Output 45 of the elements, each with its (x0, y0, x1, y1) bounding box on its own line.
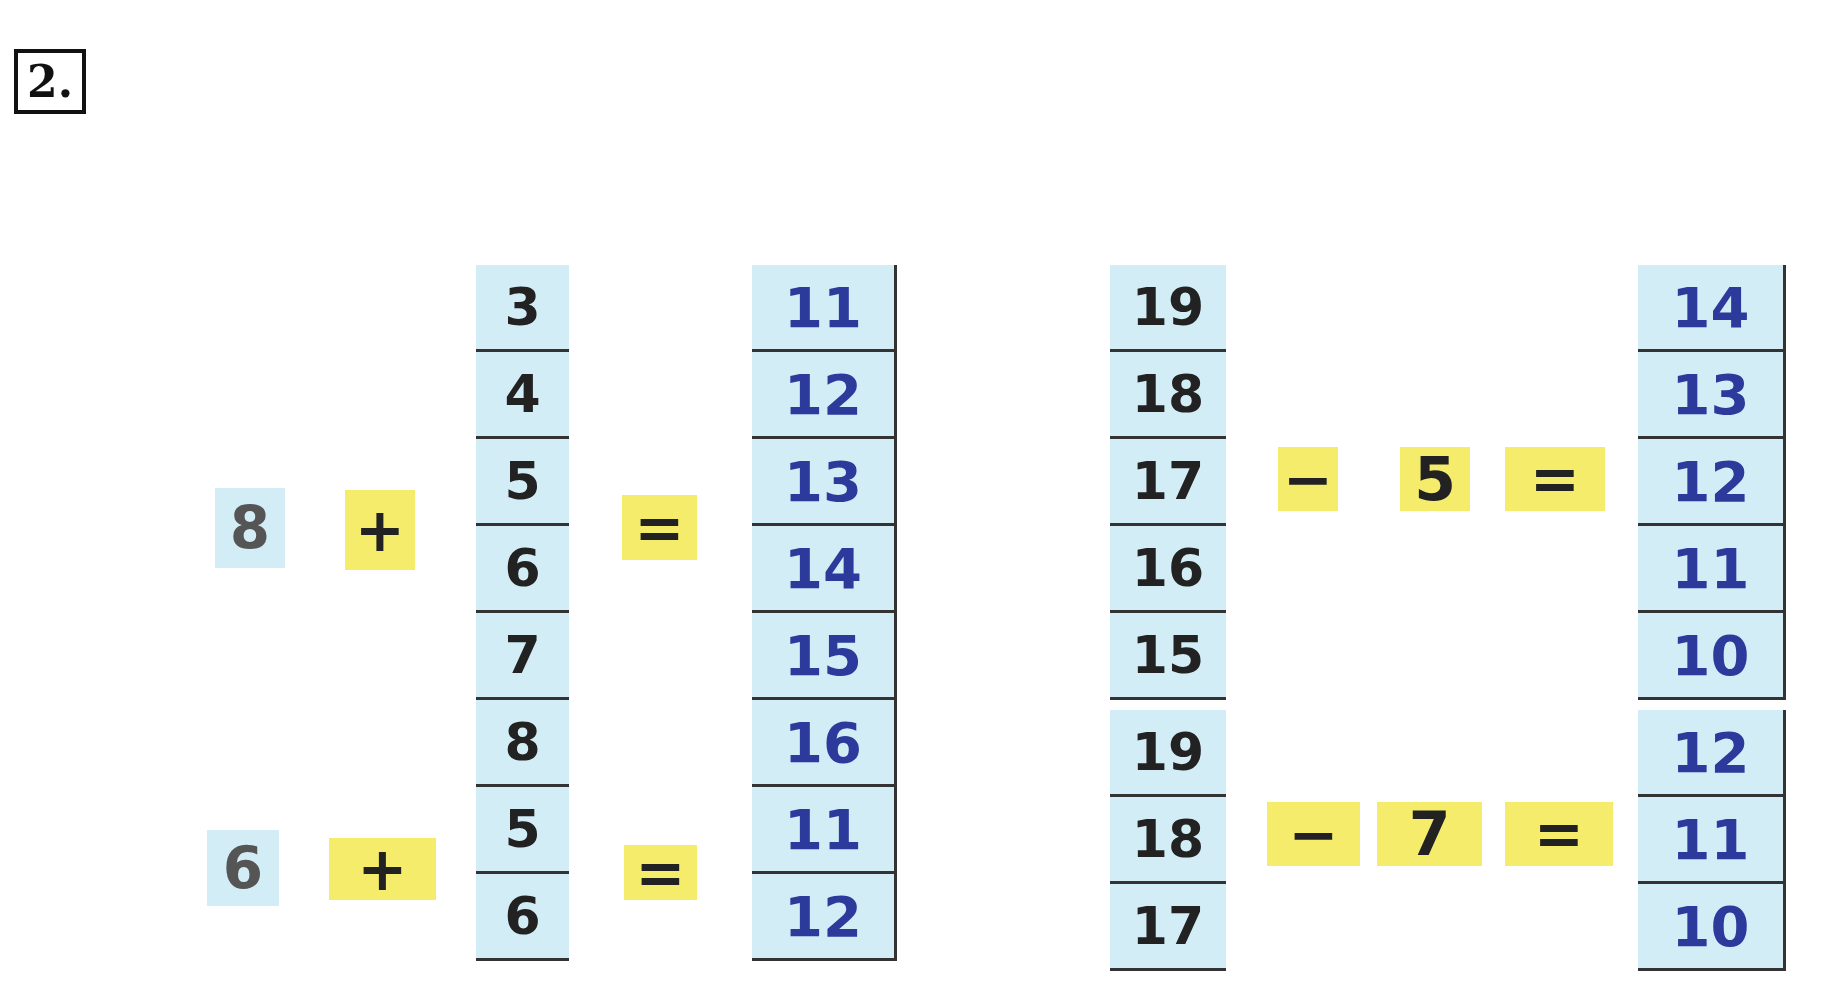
number-cell: 8 (215, 488, 285, 568)
number-cell: 3 (476, 265, 569, 352)
operator-cell: + (329, 838, 436, 900)
operator-cell: 5 (1400, 447, 1470, 511)
operator-cell: = (624, 845, 697, 900)
answer-cell: 13 (752, 439, 897, 526)
number-cell: 5 (476, 439, 569, 526)
number-cell: 18 (1110, 352, 1226, 439)
answer-cell: 10 (1638, 613, 1786, 700)
operator-cell: + (345, 490, 415, 570)
answer-cell: 13 (1638, 352, 1786, 439)
number-cell: 7 (476, 613, 569, 700)
answer-cell: 11 (752, 787, 897, 874)
answer-cell: 10 (1638, 884, 1786, 971)
operator-cell: 7 (1377, 802, 1482, 866)
answer-cell: 12 (1638, 439, 1786, 526)
number-cell: 16 (1110, 526, 1226, 613)
answer-cell: 14 (752, 526, 897, 613)
task-number: 2. (14, 49, 86, 114)
answer-cell: 14 (1638, 265, 1786, 352)
operator-cell: = (1505, 802, 1613, 866)
number-cell: 8 (476, 700, 569, 787)
number-cell: 18 (1110, 797, 1226, 884)
number-cell: 4 (476, 352, 569, 439)
number-cell: 6 (207, 830, 279, 906)
answer-cell: 12 (752, 352, 897, 439)
number-cell: 6 (476, 874, 569, 961)
number-cell: 19 (1110, 265, 1226, 352)
answer-cell: 12 (752, 874, 897, 961)
answer-cell: 11 (1638, 797, 1786, 884)
number-cell: 17 (1110, 439, 1226, 526)
number-cell: 17 (1110, 884, 1226, 971)
operator-cell: = (1505, 447, 1605, 511)
answer-cell: 11 (1638, 526, 1786, 613)
answer-cell: 16 (752, 700, 897, 787)
operator-cell: − (1267, 802, 1360, 866)
number-cell: 5 (476, 787, 569, 874)
answer-cell: 12 (1638, 710, 1786, 797)
number-cell: 15 (1110, 613, 1226, 700)
number-cell: 6 (476, 526, 569, 613)
answer-cell: 11 (752, 265, 897, 352)
operator-cell: − (1278, 447, 1338, 511)
answer-cell: 15 (752, 613, 897, 700)
number-cell: 19 (1110, 710, 1226, 797)
operator-cell: = (622, 495, 697, 560)
